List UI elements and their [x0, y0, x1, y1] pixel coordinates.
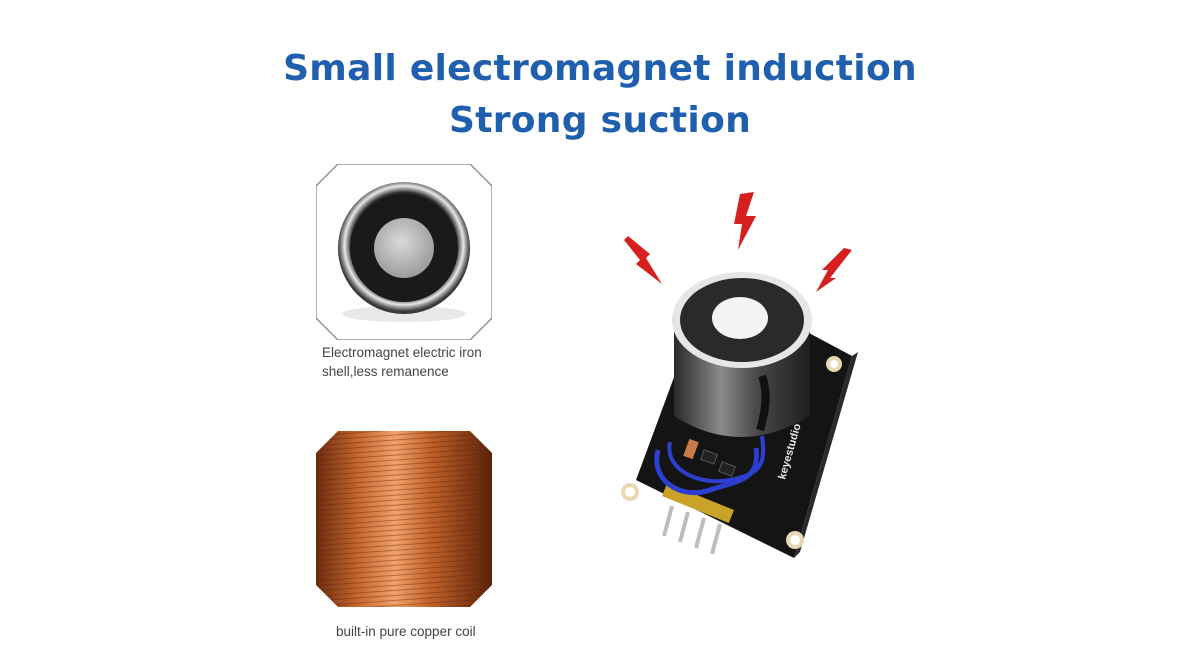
electromagnet-iron-shell-icon: [316, 164, 492, 340]
caption-iron-shell-line-2: shell,less remanence: [322, 364, 449, 379]
caption-iron-shell-line-1: Electromagnet electric iron: [322, 345, 482, 360]
feature-copper-coil: [316, 431, 492, 607]
electromagnet-module-icon: keyestudio: [621, 192, 858, 558]
headline-line-1: Small electromagnet induction: [283, 48, 917, 89]
lightning-bolt-icon: [624, 236, 662, 284]
product-image: keyestudio: [590, 180, 880, 560]
caption-iron-shell: Electromagnet electric iron shell,less r…: [322, 343, 482, 381]
caption-copper-coil: built-in pure copper coil: [336, 624, 476, 639]
copper-coil-icon: [316, 431, 492, 607]
headline-line-2: Strong suction: [448, 100, 752, 141]
lightning-bolt-icon: [816, 248, 852, 292]
lightning-bolt-icon: [734, 192, 756, 250]
feature-iron-shell: [316, 164, 492, 340]
